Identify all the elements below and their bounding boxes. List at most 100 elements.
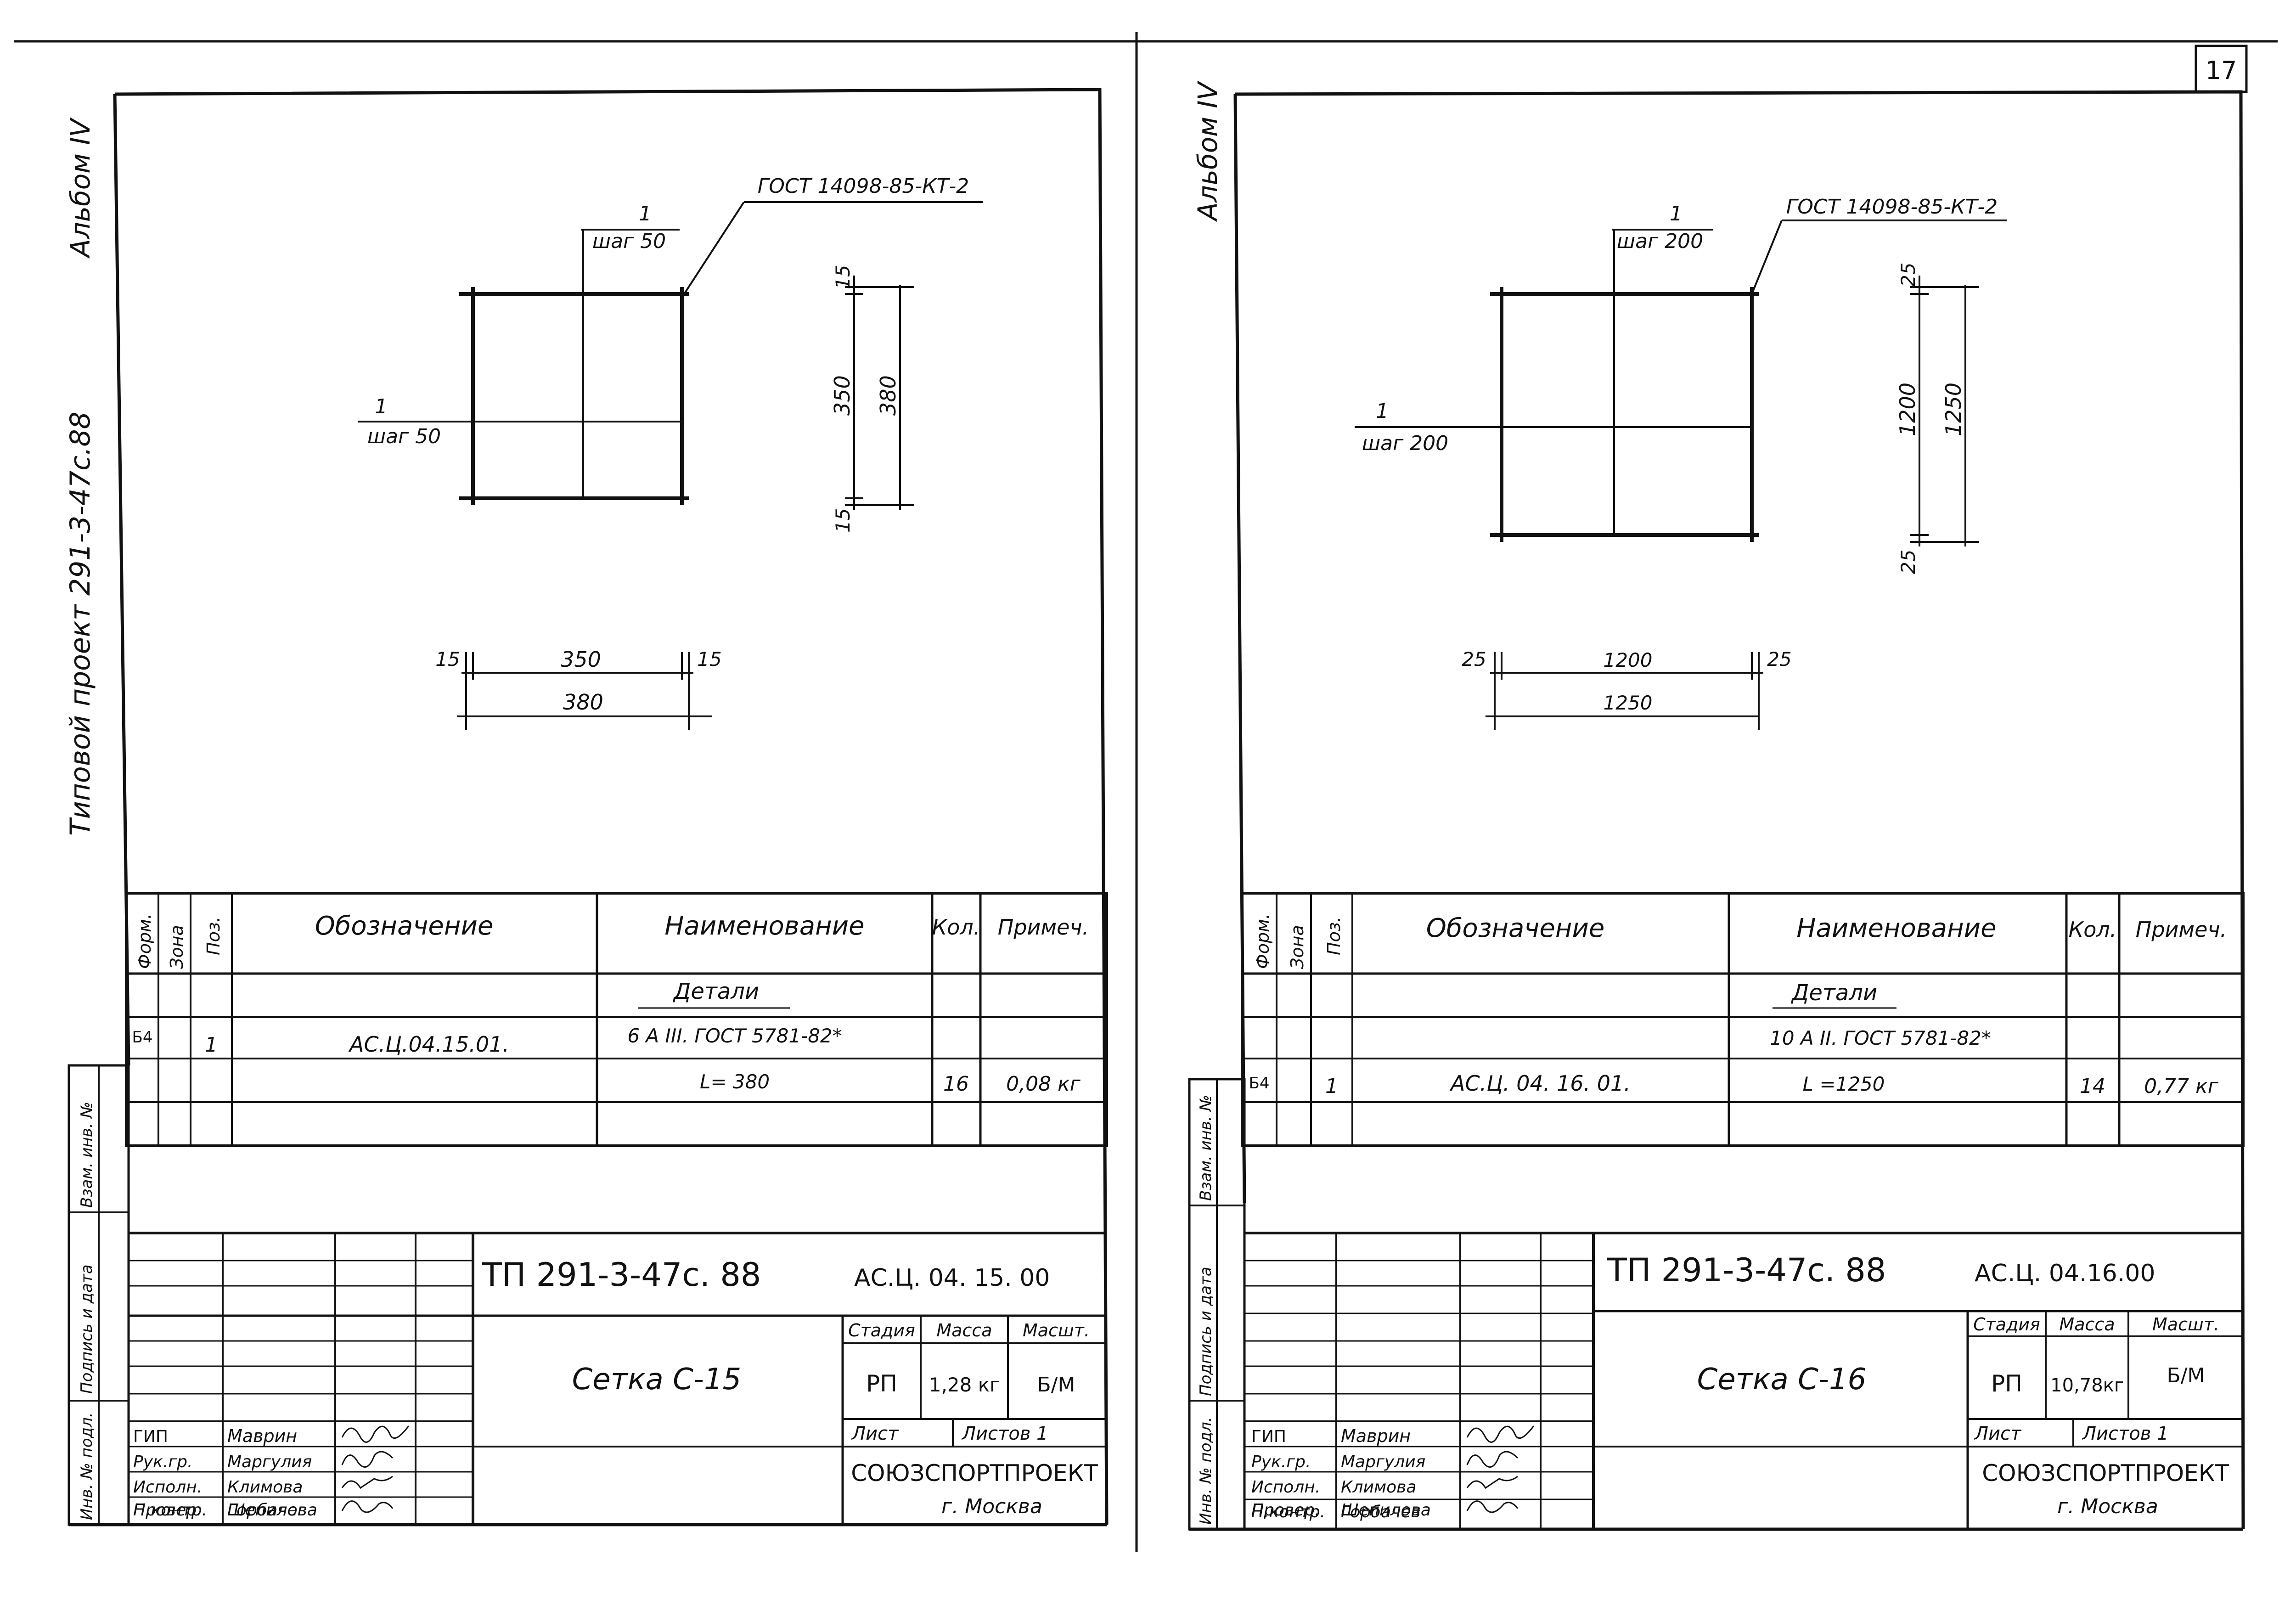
stamp-project: ТП 291-3-47с. 88 bbox=[482, 1256, 761, 1294]
spec-table-left bbox=[125, 892, 1108, 1147]
col-zone-r: Зона bbox=[1287, 925, 1307, 969]
col-pos-r: Поз. bbox=[1324, 917, 1344, 955]
stamp-sheet-h-r: Лист bbox=[1974, 1423, 2022, 1444]
role-ispoln: Исполн. bbox=[133, 1478, 202, 1497]
dim-v-edge-top: 15 bbox=[832, 265, 854, 289]
row-qty: 16 bbox=[943, 1072, 969, 1096]
signatures-right bbox=[1466, 1425, 1535, 1513]
right-sheet: Альбом IV 1 шаг 200 1 шаг 200 ГОСТ 14098… bbox=[1188, 80, 2245, 1531]
stamp-scale-h-r: Масшт. bbox=[2152, 1314, 2219, 1335]
left-frame-top-right bbox=[114, 88, 1109, 1525]
col-qty-r: Кол. bbox=[2069, 917, 2117, 942]
dim-v-edge-bottom-r: 25 bbox=[1897, 550, 1919, 574]
row-designation: АС.Ц.04.15.01. bbox=[348, 1032, 509, 1057]
row-note-r: 0,77 кг bbox=[2144, 1075, 2219, 1098]
col-qty: Кол. bbox=[932, 915, 980, 940]
title-block-left bbox=[129, 1232, 1107, 1525]
name-ruk: Маргулия bbox=[227, 1453, 312, 1471]
role-nkontr: Н.контр. bbox=[133, 1501, 208, 1520]
dim-h-inner: 350 bbox=[561, 647, 601, 672]
side-inv-sub: Инв. № подл. bbox=[78, 1412, 96, 1520]
dim-h-edge-right: 15 bbox=[697, 648, 721, 670]
name-nkontr: Горбачев bbox=[227, 1501, 307, 1520]
album-label-left: Альбом IV bbox=[65, 117, 96, 259]
stamp-org-r: СОЮЗСПОРТПРОЕКТ bbox=[1982, 1460, 2229, 1487]
stamp-title: Сетка С-15 bbox=[572, 1363, 742, 1397]
side-vzam-r: Взам. инв. № bbox=[1197, 1095, 1215, 1201]
stamp-scale-r: Б/М bbox=[2167, 1364, 2205, 1387]
role-nkontr-r: Н.контр. bbox=[1251, 1503, 1326, 1521]
col-note: Примеч. bbox=[998, 915, 1089, 940]
dim-v-edge-top-r: 25 bbox=[1897, 263, 1919, 287]
col-designation: Обозначение bbox=[315, 911, 494, 941]
stamp-stage-h: Стадия bbox=[848, 1320, 915, 1340]
mesh-side-pos: 1 bbox=[375, 395, 388, 418]
stamp-city-r: г. Москва bbox=[2057, 1495, 2158, 1518]
dim-v-outer: 380 bbox=[876, 375, 900, 416]
project-vertical-label: Типовой проект 291-3-47с.88 bbox=[64, 411, 96, 836]
stamp-mass-h: Масса bbox=[936, 1320, 992, 1340]
title-block-right bbox=[1244, 1232, 2243, 1529]
row-length: L= 380 bbox=[700, 1070, 770, 1093]
col-note-r: Примеч. bbox=[2136, 917, 2227, 942]
signatures-left bbox=[341, 1425, 410, 1513]
role-ispoln-r: Исполн. bbox=[1251, 1478, 1320, 1497]
row-name: 6 А III. ГОСТ 5781-82* bbox=[627, 1025, 842, 1047]
name-gip-r: Маврин bbox=[1341, 1426, 1411, 1446]
stamp-city: г. Москва bbox=[941, 1495, 1042, 1518]
dim-v-edge-bottom: 15 bbox=[832, 508, 854, 533]
stamp-stage: РП bbox=[866, 1370, 897, 1397]
album-label-right: Альбом IV bbox=[1192, 80, 1223, 222]
stamp-code: АС.Ц. 04. 15. 00 bbox=[854, 1264, 1050, 1292]
dim-v-inner: 350 bbox=[830, 375, 855, 416]
col-format-r: Форм. bbox=[1253, 913, 1273, 969]
page-number-box: 17 bbox=[2195, 45, 2248, 93]
name-gip: Маврин bbox=[227, 1426, 297, 1446]
spec-table-right bbox=[1241, 892, 2245, 1147]
role-ruk-r: Рук.гр. bbox=[1251, 1453, 1311, 1471]
role-gip-r: ГИП bbox=[1251, 1427, 1286, 1446]
dim-h-outer: 380 bbox=[563, 690, 603, 715]
side-sign-date: Подпись и дата bbox=[78, 1264, 96, 1394]
vertical-dimensions-r bbox=[1910, 276, 1979, 546]
row-pos-r: 1 bbox=[1325, 1075, 1338, 1098]
section-details: Детали bbox=[673, 979, 759, 1004]
left-sheet: Альбом IV Типовой проект 291-3-47с.88 1 … bbox=[64, 88, 1109, 1526]
stamp-sheets-h: Листов 1 bbox=[961, 1423, 1048, 1444]
stamp-stage-h-r: Стадия bbox=[1973, 1314, 2040, 1335]
col-name-r: Наименование bbox=[1796, 913, 1996, 943]
vertical-dimensions bbox=[845, 276, 914, 510]
stamp-mass-h-r: Масса bbox=[2059, 1314, 2115, 1335]
col-format: Форм. bbox=[135, 913, 155, 969]
role-prover: Провер. bbox=[133, 1501, 202, 1520]
side-strip-right bbox=[1188, 1078, 1246, 1531]
stamp-mass-r: 10,78кг bbox=[2050, 1375, 2124, 1396]
col-designation-r: Обозначение bbox=[1426, 913, 1605, 943]
mesh-side-step: шаг 50 bbox=[367, 425, 441, 448]
dim-v-outer-r: 1250 bbox=[1941, 383, 1966, 436]
row-note: 0,08 кг bbox=[1006, 1072, 1081, 1096]
mesh-c15-drawing bbox=[358, 201, 983, 505]
name-ruk-r: Маргулия bbox=[1341, 1453, 1425, 1471]
name-prover: Шепилова bbox=[227, 1501, 317, 1520]
section-details-r: Детали bbox=[1791, 980, 1877, 1006]
dim-h-inner-r: 1200 bbox=[1604, 649, 1653, 671]
mesh-side-step-r: шаг 200 bbox=[1362, 432, 1448, 455]
row-designation-r: АС.Ц. 04. 16. 01. bbox=[1449, 1071, 1631, 1096]
stamp-scale: Б/М bbox=[1037, 1373, 1075, 1397]
stamp-org: СОЮЗСПОРТПРОЕКТ bbox=[851, 1460, 1098, 1487]
side-vzam: Взам. инв. № bbox=[78, 1102, 96, 1208]
role-gip: ГИП bbox=[133, 1427, 168, 1446]
dim-h-outer-r: 1250 bbox=[1604, 692, 1653, 714]
mesh-side-pos-r: 1 bbox=[1376, 400, 1389, 423]
row-qty-r: 14 bbox=[2080, 1075, 2105, 1098]
col-zone: Зона bbox=[167, 925, 187, 969]
mesh-leader-step-r: шаг 200 bbox=[1617, 230, 1703, 253]
side-sign-date-r: Подпись и дата bbox=[1197, 1267, 1215, 1396]
row-format-r: Б4 bbox=[1249, 1074, 1270, 1093]
mesh-leader-pos: 1 bbox=[639, 202, 652, 225]
side-inv-sub-r: Инв. № подл. bbox=[1197, 1417, 1215, 1525]
name-prover-r: Шепилова bbox=[1341, 1501, 1431, 1520]
col-pos: Поз. bbox=[203, 917, 224, 955]
